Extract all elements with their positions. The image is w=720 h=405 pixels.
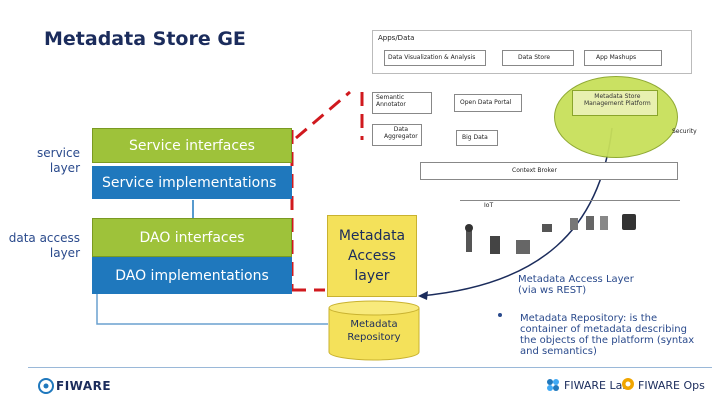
- bullet-metadata-repository: Metadata Repository: is the container of…: [520, 313, 695, 357]
- page-title: Metadata Store GE: [44, 28, 246, 50]
- fiware-lab-logo-icon: [547, 379, 559, 391]
- iot-label: IoT: [484, 202, 494, 209]
- big-data-box: [456, 130, 498, 146]
- metadata-repository-cylinder: [328, 300, 420, 361]
- app-mashups-box: [584, 50, 662, 66]
- metadata-repository-label: Metadata Repository: [347, 319, 401, 343]
- metadata-access-layer-box: Metadata Access layer: [327, 215, 417, 297]
- curved-arrow-head: [418, 291, 428, 300]
- architecture-diagram: Apps/Data Data Visualization & Analysis …: [372, 30, 697, 332]
- data-store-label: Data Store: [518, 54, 551, 61]
- stack-to-repository-line: [96, 292, 328, 325]
- fiware-ops-logo-icon: [622, 378, 634, 390]
- open-data-portal-box: [454, 94, 522, 112]
- semantic-annotator-label: Semantic Annotator: [376, 94, 406, 108]
- security-label: Security: [672, 128, 697, 135]
- bullet-metadata-access-layer: Metadata Access Layer (via ws REST): [518, 274, 634, 296]
- data-visualization-box: [384, 50, 486, 66]
- service-interfaces-box: Service interfaces: [92, 128, 292, 163]
- service-implementations-box: Service implementations: [92, 166, 292, 199]
- highlight-ellipse: [554, 76, 678, 158]
- context-broker-box: [420, 162, 678, 180]
- data-store-box: [502, 50, 574, 66]
- metadata-store-platform-box: [572, 90, 658, 116]
- service-layer-label: service layer: [37, 146, 80, 175]
- context-broker-label: Context Broker: [512, 167, 557, 174]
- app-mashups-label: App Mashups: [596, 54, 637, 61]
- dao-implementations-box: DAO implementations: [92, 257, 292, 294]
- data-aggregator-box: [372, 124, 422, 146]
- fiware-lab-text: FIWARE Lab: [564, 379, 630, 392]
- data-aggregator-label: Data Aggregator: [384, 126, 418, 140]
- apps-data-label: Apps/Data: [378, 34, 415, 42]
- data-access-layer-label: data access layer: [8, 231, 80, 260]
- iot-line: [460, 200, 680, 201]
- big-data-label: Big Data: [462, 134, 488, 141]
- iot-devices-icon: [465, 214, 636, 254]
- data-visualization-label: Data Visualization & Analysis: [388, 54, 476, 61]
- dao-interfaces-box: DAO interfaces: [92, 218, 292, 257]
- metadata-store-platform-label: Metadata Store Management Platform: [584, 93, 651, 107]
- bullet-dot: [498, 313, 502, 317]
- fiware-ops-text: FIWARE Ops: [638, 379, 705, 392]
- footer-divider: [28, 367, 712, 368]
- red-dash-diagonal: [295, 90, 351, 140]
- fiware-logo-text: FIWARE: [56, 379, 112, 393]
- fiware-logo-icon: [38, 378, 54, 394]
- semantic-annotator-box: [372, 92, 432, 114]
- open-data-portal-label: Open Data Portal: [460, 99, 512, 106]
